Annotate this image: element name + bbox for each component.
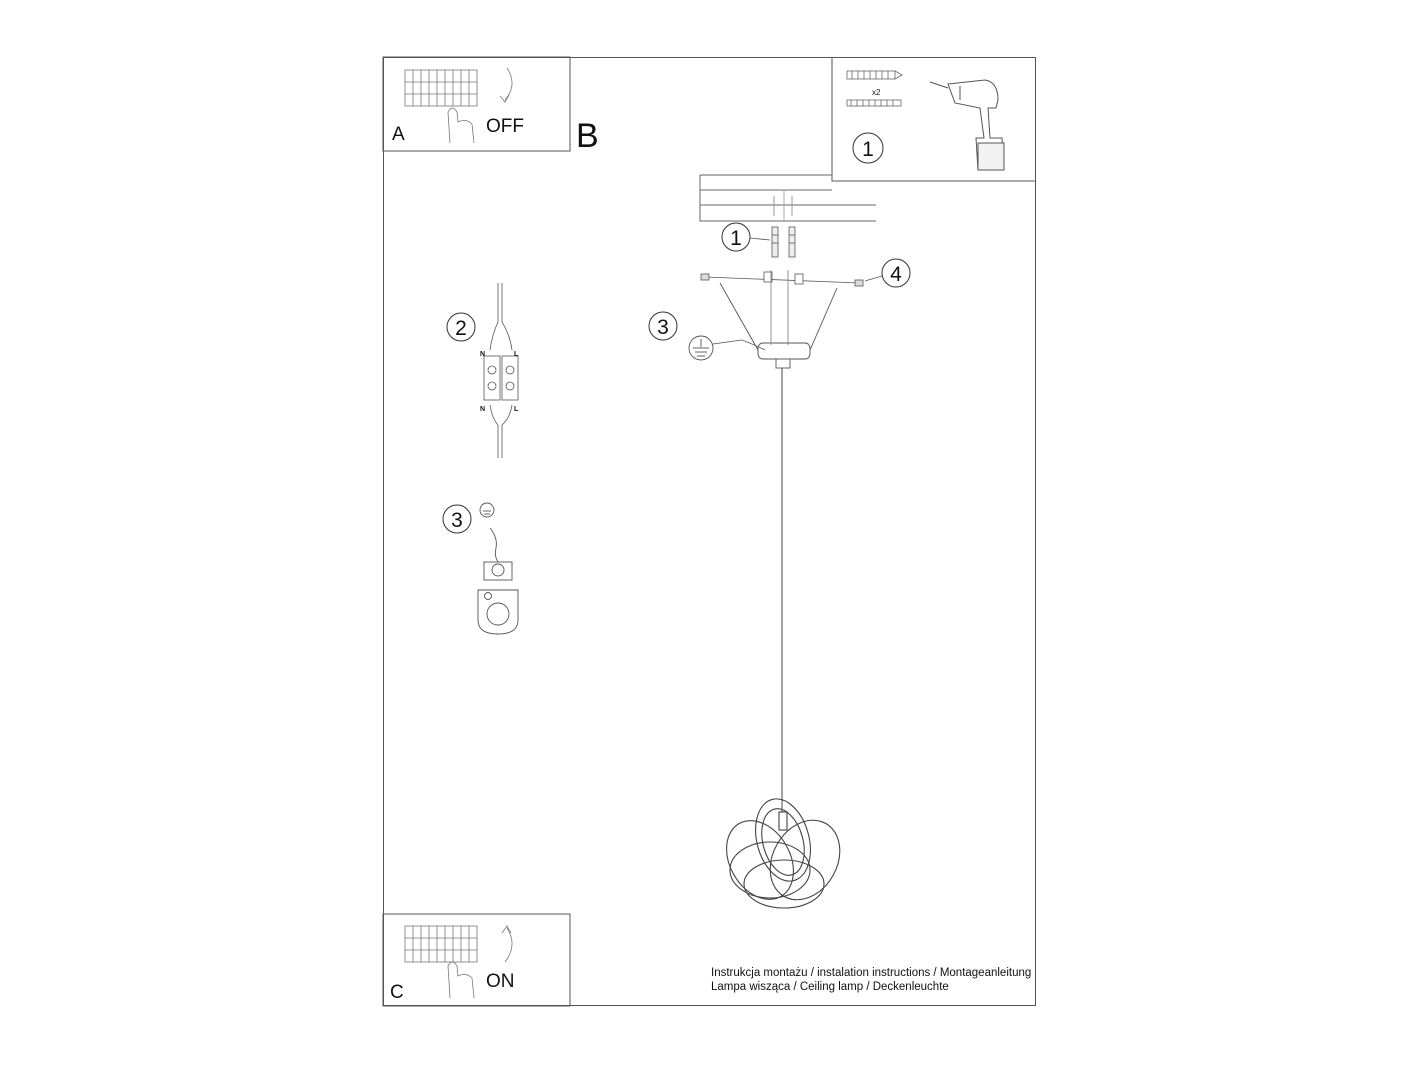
footer-caption: Instrukcja montażu / instalation instruc… bbox=[711, 966, 1031, 994]
terminal-block-illustration bbox=[483, 283, 519, 458]
canopy bbox=[719, 270, 838, 369]
ground-symbol-icon bbox=[688, 335, 714, 361]
ground-terminal-illustration bbox=[477, 502, 519, 635]
callout-circle-terminal bbox=[446, 312, 476, 342]
panel-c-letter: C bbox=[390, 982, 404, 1003]
parts-quantity-label: x2 bbox=[872, 88, 881, 97]
terminal-label-top-l: L bbox=[514, 351, 519, 358]
breaker-on-illustration bbox=[404, 925, 513, 999]
ceiling-illustration bbox=[699, 174, 876, 222]
panel-c-switch-state: ON bbox=[486, 971, 515, 992]
panel-b-letter: B bbox=[576, 117, 599, 155]
breaker-off-illustration bbox=[404, 67, 513, 144]
callout-circle-ground bbox=[648, 311, 678, 341]
callout-circle-anchors bbox=[721, 222, 751, 252]
panel-c-box bbox=[382, 913, 571, 1007]
callout-ground-detail-number: 3 bbox=[451, 509, 463, 532]
parts-box bbox=[831, 57, 1036, 182]
anchors-and-screws-illustration bbox=[846, 70, 903, 107]
callout-parts-number: 1 bbox=[862, 138, 874, 161]
panel-a-box bbox=[382, 56, 571, 152]
callout-circle-ground-detail bbox=[442, 504, 472, 534]
callout-circle-parts bbox=[852, 132, 884, 164]
drill-icon bbox=[929, 79, 1005, 171]
callout-screws-number: 4 bbox=[890, 263, 902, 286]
pendant-shade bbox=[726, 798, 841, 909]
instruction-sheet bbox=[383, 57, 1036, 1006]
panel-a-switch-state: OFF bbox=[486, 116, 524, 137]
terminal-label-bottom-n: N bbox=[480, 406, 485, 413]
panel-a-letter: A bbox=[392, 124, 405, 145]
callout-anchors-number: 1 bbox=[730, 227, 742, 250]
footer-line-2: Lampa wisząca / Ceiling lamp / Deckenleu… bbox=[711, 981, 949, 993]
wall-plugs bbox=[771, 226, 796, 258]
terminal-label-bottom-l: L bbox=[514, 406, 519, 413]
callout-terminal-number: 2 bbox=[455, 317, 467, 340]
mounting-bracket bbox=[700, 271, 864, 287]
terminal-label-top-n: N bbox=[480, 351, 485, 358]
footer-line-1: Instrukcja montażu / instalation instruc… bbox=[711, 967, 1032, 979]
callout-ground-number: 3 bbox=[657, 316, 669, 339]
callout-circle-screws bbox=[881, 258, 911, 288]
